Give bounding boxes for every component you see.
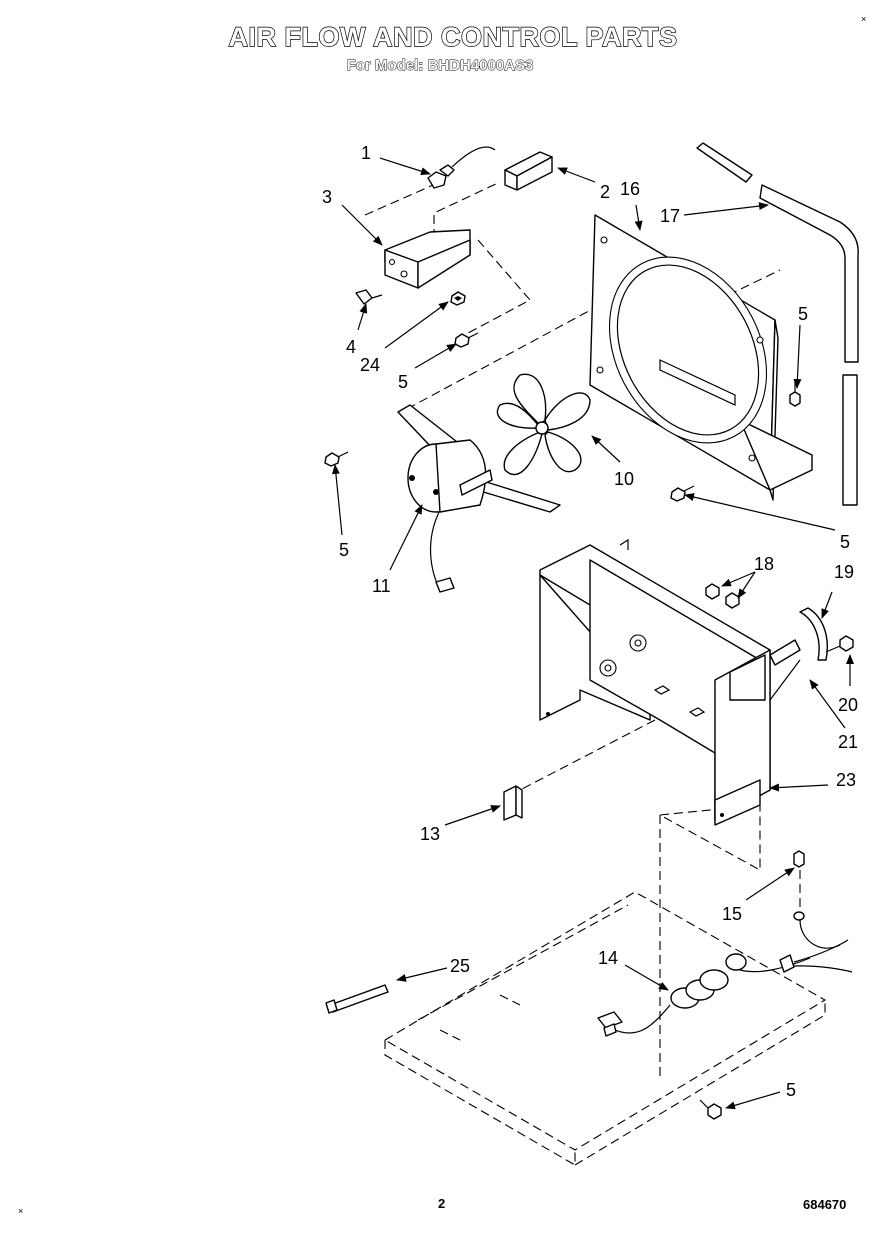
callout-arrows (331, 157, 854, 1110)
callout-5-a: 5 (398, 372, 408, 392)
document-number: 684670 (803, 1197, 847, 1212)
part-5-screw-b (789, 380, 801, 407)
part-10-fan-blade (496, 373, 591, 476)
part-19-clamp (799, 607, 828, 661)
page-number: 2 (438, 1196, 446, 1211)
callout-18: 18 (754, 554, 774, 574)
part-5-screw-a (454, 332, 479, 348)
callout-5-c: 5 (339, 540, 349, 560)
part-14-power-cord (597, 919, 853, 1037)
part-5-screw-e (699, 1099, 722, 1120)
part-24-screw (450, 291, 466, 306)
part-23-control-box (539, 538, 771, 826)
part-5-screw-d (670, 485, 695, 502)
callout-19: 19 (834, 562, 854, 582)
part-16-shroud (589, 214, 813, 501)
base-pan-outline (383, 891, 827, 1166)
part-13-thermistor (503, 785, 523, 821)
part-17-seal-strips (696, 142, 859, 506)
callout-15: 15 (722, 904, 742, 924)
callout-10: 10 (614, 469, 634, 489)
part-5-screw-c (324, 451, 349, 467)
corner-mark-top: × (861, 14, 867, 24)
callout-4: 4 (346, 337, 356, 357)
callout-5-d: 5 (840, 532, 850, 552)
callout-21: 21 (838, 732, 858, 752)
part-18-nuts (705, 583, 740, 609)
part-2-connector (504, 151, 553, 191)
callout-14: 14 (598, 948, 618, 968)
part-1-sensor (427, 146, 496, 189)
part-15-screw (793, 850, 805, 921)
part-21-bracket-tab (769, 639, 801, 701)
callout-5-b: 5 (798, 304, 808, 324)
callout-24: 24 (360, 355, 380, 375)
callout-16: 16 (620, 179, 640, 199)
model-subtitle: For Model: BHDH4000AS3 (346, 57, 534, 75)
callout-2: 2 (600, 182, 610, 202)
callout-17: 17 (660, 206, 680, 226)
part-3-bracket (384, 229, 471, 289)
callout-1: 1 (361, 143, 371, 163)
callout-3: 3 (322, 187, 332, 207)
part-25-wire-tie (325, 984, 389, 1014)
page-title: AIR FLOW AND CONTROL PARTS (228, 21, 678, 52)
corner-mark-bottom: × (18, 1206, 24, 1216)
callout-11: 11 (372, 576, 391, 596)
callout-5-e: 5 (786, 1080, 796, 1100)
callout-25: 25 (450, 956, 470, 976)
callout-20: 20 (838, 695, 858, 715)
part-4-clip (355, 289, 383, 305)
callout-13: 13 (420, 824, 440, 844)
callout-23: 23 (836, 770, 856, 790)
part-11-motor (397, 404, 561, 593)
part-20-screw (825, 635, 854, 653)
